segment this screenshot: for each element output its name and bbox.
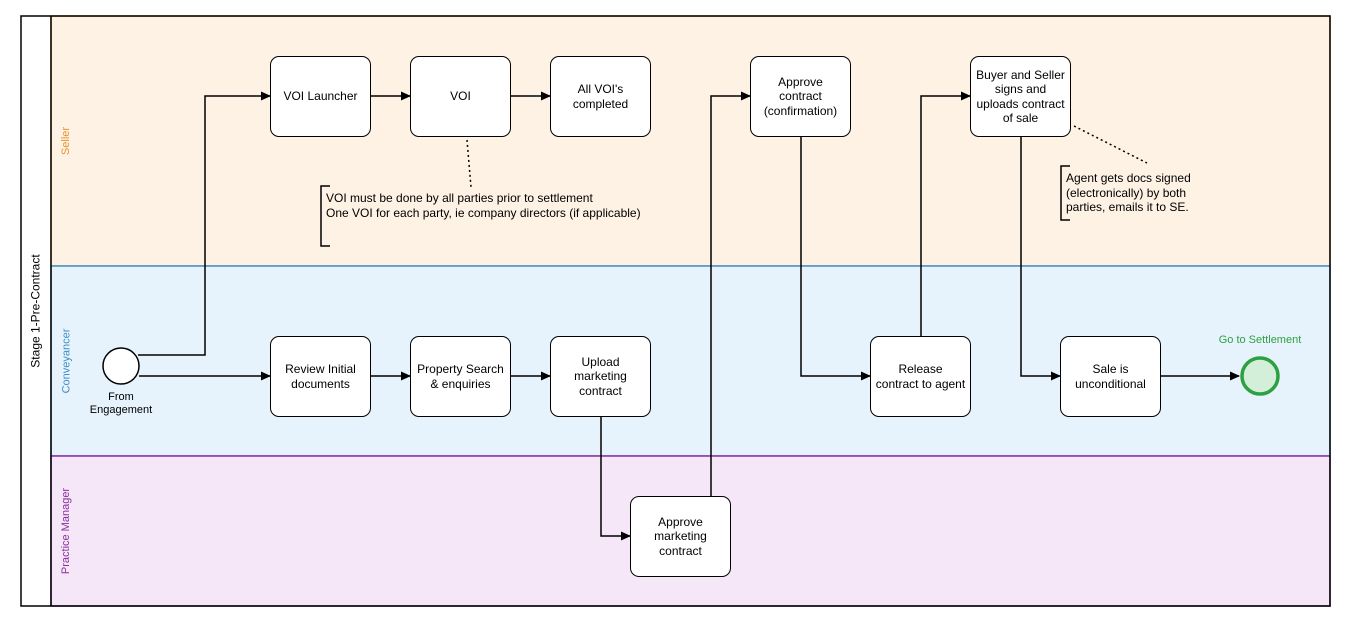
task-label: All VOI's completed <box>572 82 629 111</box>
task-label: Upload marketing contract <box>574 354 627 398</box>
task-label: Sale is unconditional <box>1075 362 1146 391</box>
flow-approve-contract-to-release[interactable] <box>800 136 871 381</box>
task-label: Approve marketing contract <box>654 514 707 558</box>
task-label: VOI Launcher <box>283 89 358 104</box>
flow-start-to-voi-launcher[interactable] <box>138 91 271 356</box>
lane-label-conveyancer: Conveyancer <box>51 266 81 456</box>
task-property-search[interactable]: Property Search & enquiries <box>410 336 511 417</box>
task-sale-unconditional[interactable]: Sale is unconditional <box>1060 336 1161 417</box>
flow-approve-marketing-to-approve-contract[interactable] <box>710 91 751 496</box>
annotation-connectors <box>320 125 1148 247</box>
end-event-circle[interactable] <box>1240 356 1280 396</box>
association-agent-note <box>1073 125 1148 164</box>
task-label: Property Search & enquiries <box>417 362 504 391</box>
bracket-voi-note <box>320 185 330 247</box>
flow-upload-to-approve-marketing[interactable] <box>600 416 631 541</box>
task-review-initial-documents[interactable]: Review Initial documents <box>270 336 371 417</box>
start-event-circle[interactable] <box>102 347 140 385</box>
task-voi[interactable]: VOI <box>410 56 511 137</box>
lane-title-seller: Seller <box>60 126 72 156</box>
annotation-agent-note: Agent gets docs signed (electronically) … <box>1066 171 1191 214</box>
start-event-label: From Engagement <box>89 391 153 416</box>
task-label: Review Initial documents <box>285 362 356 391</box>
flow-release-to-signs[interactable] <box>920 91 971 336</box>
pool-border <box>20 15 1331 607</box>
task-label: Release contract to agent <box>875 362 966 391</box>
lane-title-practice-manager: Practice Manager <box>60 487 72 575</box>
sequence-flows <box>138 91 1240 541</box>
task-upload-marketing-contract[interactable]: Upload marketing contract <box>550 336 651 417</box>
lane-label-practice-manager: Practice Manager <box>51 456 81 606</box>
task-buyer-seller-signs[interactable]: Buyer and Seller signs and uploads contr… <box>970 56 1071 137</box>
pool-label: Stage 1-Pre-Contract <box>21 16 51 606</box>
lane-seller <box>50 15 1331 267</box>
pool-title: Stage 1-Pre-Contract <box>29 254 44 368</box>
task-all-voi-completed[interactable]: All VOI's completed <box>550 56 651 137</box>
flow-signs-to-unconditional[interactable] <box>1020 136 1061 381</box>
task-release-contract[interactable]: Release contract to agent <box>870 336 971 417</box>
task-voi-launcher[interactable]: VOI Launcher <box>270 56 371 137</box>
task-approve-contract[interactable]: Approve contract (confirmation) <box>750 56 851 137</box>
annotation-voi-note: VOI must be done by all parties prior to… <box>326 191 641 220</box>
lane-label-seller: Seller <box>51 16 81 266</box>
lane-title-conveyancer: Conveyancer <box>60 328 73 394</box>
task-label: Buyer and Seller signs and uploads contr… <box>976 67 1065 126</box>
task-label: VOI <box>450 89 471 104</box>
bracket-agent-note <box>1060 165 1070 221</box>
task-approve-marketing-contract[interactable]: Approve marketing contract <box>630 496 731 577</box>
task-label: Approve contract (confirmation) <box>763 74 838 118</box>
end-event-label: Go to Settlement <box>1218 334 1302 346</box>
